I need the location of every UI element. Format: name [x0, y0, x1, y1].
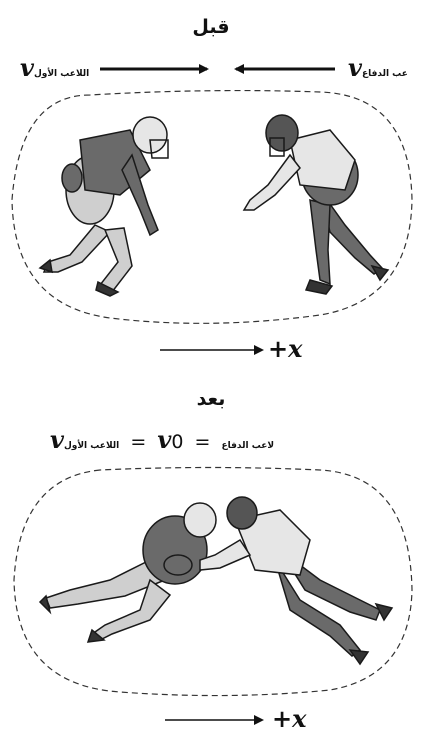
after-title: بعد — [161, 388, 261, 410]
velocity-symbol: v — [348, 53, 362, 82]
velocity-symbol: v — [20, 53, 34, 82]
offense-player-before — [40, 117, 168, 296]
offense-player-after — [40, 503, 216, 642]
offense-velocity-label: vاللاعب الأول — [20, 56, 89, 80]
velocity-symbol: v — [50, 425, 64, 454]
velocity-value: 0 — [171, 431, 183, 453]
before-title: قبل — [161, 16, 261, 38]
equals-sign: = — [195, 431, 211, 453]
x-axis-label-before: +x — [268, 334, 302, 363]
velocity-subscript: اللاعب الأول — [34, 69, 89, 79]
system-boundary-after — [14, 468, 412, 696]
velocity-subscript: لاعب الدفاع — [222, 441, 275, 451]
x-axis-label-after: +x — [272, 704, 306, 733]
velocity-subscript: عب الدفاع — [362, 69, 408, 79]
equals-sign: = — [130, 431, 146, 453]
defense-player-after — [200, 497, 392, 664]
defense-player-before — [244, 115, 388, 294]
defense-velocity-label: vعب الدفاع — [348, 56, 408, 80]
velocity-symbol: v — [157, 425, 171, 454]
velocity-subscript: اللاعب الأول — [64, 441, 119, 451]
